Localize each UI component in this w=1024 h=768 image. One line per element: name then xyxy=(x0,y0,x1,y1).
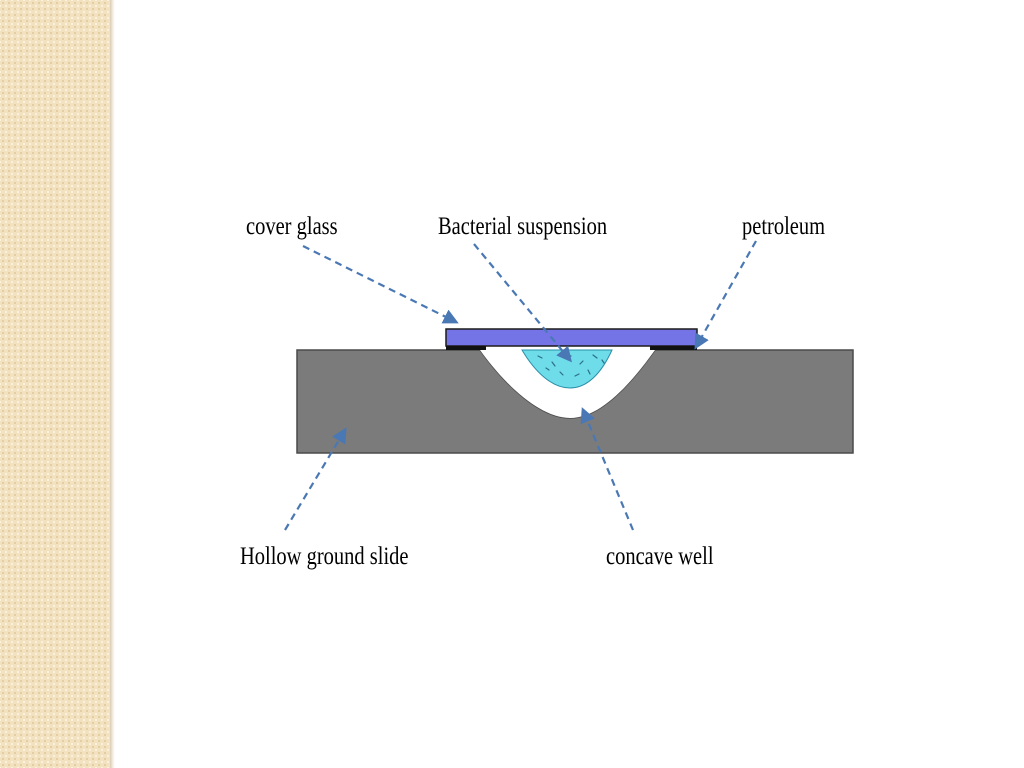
cover-glass-callout-arrow xyxy=(302,245,459,324)
concave-well-callout-arrow xyxy=(580,407,635,531)
petroleum-callout-arrow xyxy=(694,240,757,350)
decorative-side-strip xyxy=(0,0,110,768)
bacterial-suspension-drop xyxy=(521,349,613,389)
bacterial-suspension-callout-arrow xyxy=(473,243,572,363)
concave-well-label: concave well xyxy=(606,542,714,569)
cover-glass-label: cover glass xyxy=(246,212,338,239)
petroleum-seal-right xyxy=(650,346,697,350)
bacterial-suspension-label: Bacterial suspension xyxy=(438,212,608,239)
bacteria-specks xyxy=(537,354,605,377)
petroleum-label: petroleum xyxy=(742,212,825,239)
side-strip-edge xyxy=(110,0,115,768)
hollow-ground-slide-callout-arrow xyxy=(284,427,347,531)
cover-glass-shape xyxy=(445,328,698,347)
petroleum-seal-left xyxy=(446,346,486,350)
hollow-ground-slide-label: Hollow ground slide xyxy=(240,542,409,569)
